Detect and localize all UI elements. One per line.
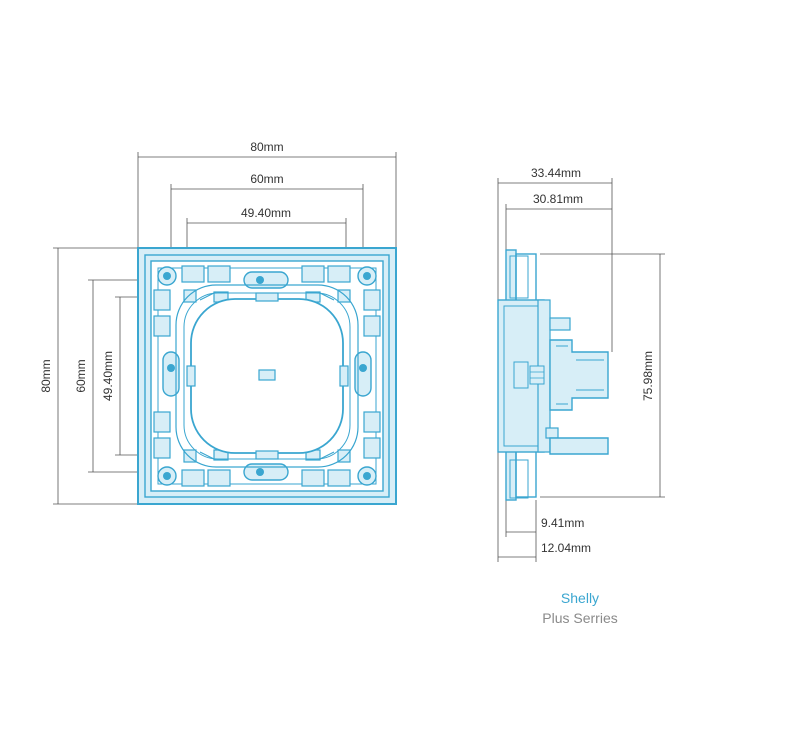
corner-screw [357,266,377,286]
height-inner-label: 49.40mm [101,351,115,401]
depth-body-label: 30.81mm [533,192,583,206]
center-marker [258,369,276,381]
depth-total-label: 33.44mm [531,166,581,180]
corner-screw [157,466,177,486]
clip [255,450,279,460]
frame-tabs [153,265,381,487]
height-side-label: 75.98mm [641,351,655,401]
dim-height-outer: 80mm [39,247,140,505]
height-mid-label: 60mm [74,359,88,392]
clip [186,365,196,387]
keyhole-slot [243,271,289,289]
device-profile [497,249,609,501]
brand-name: Shelly [560,590,600,606]
keyhole-slot [243,463,289,481]
width-mid-label: 60mm [250,172,283,186]
dim-depth-total: 33.44mm [497,166,613,352]
corner-screw [357,466,377,486]
dim-height-side: 75.98mm [540,253,665,498]
side-view: 33.44mm 30.81mm 75.98mm 9.41mm 12.04mm [497,166,665,562]
dim-front-a: 9.41mm [505,500,584,537]
dim-width-outer: 80mm [137,140,397,248]
height-outer-label: 80mm [39,359,53,392]
front-thickness-a-label: 9.41mm [541,516,584,530]
clip [255,292,279,302]
keyhole-slot [162,351,180,397]
width-outer-label: 80mm [250,140,283,154]
keyhole-slot [354,351,372,397]
clip [339,365,349,387]
wall-frame [137,247,397,505]
front-thickness-b-label: 12.04mm [541,541,591,555]
dim-depth-body: 30.81mm [505,192,612,250]
front-view: 80mm 60mm 49.40mm 80mm 60mm [39,140,397,505]
width-inner-label: 49.40mm [241,206,291,220]
dim-width-mid: 60mm [170,172,364,262]
dim-front-b: 12.04mm [497,445,591,562]
corner-screw [157,266,177,286]
brand-series: Plus Serries [542,610,618,626]
